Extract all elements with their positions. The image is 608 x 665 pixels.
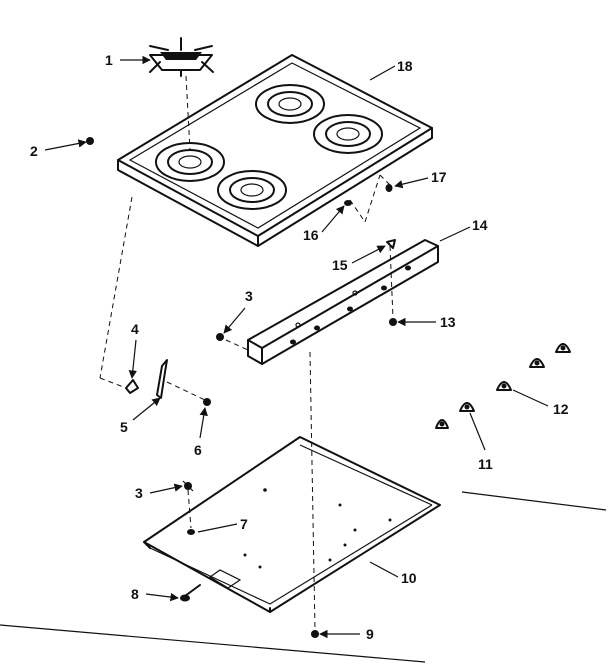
callout-18: 18: [397, 58, 413, 74]
burner-ring-front-right: [217, 170, 287, 210]
box-dots: [243, 488, 392, 569]
cooktop-part-18: [117, 54, 433, 247]
callout-8: 8: [131, 586, 139, 602]
clip-part-4: [125, 379, 139, 394]
screw-part-3-lower: [182, 480, 194, 492]
callout-3-upper: 3: [245, 288, 253, 304]
burner-head-part-1: [149, 37, 214, 77]
scan-artifact-lines: [0, 491, 607, 663]
hardware-parts: [86, 137, 397, 638]
panel-holes: [290, 265, 411, 345]
callout-16: 16: [303, 227, 319, 243]
callout-14: 14: [472, 217, 488, 233]
callout-12: 12: [553, 401, 569, 417]
screw-part-6: [203, 398, 211, 406]
knob-4: [529, 358, 545, 368]
knob-3: [496, 381, 512, 391]
rivet-part-7: [187, 529, 195, 535]
screw-part-3-upper: [216, 333, 224, 341]
knob-1: [435, 419, 449, 429]
control-knobs: [435, 343, 571, 429]
grommet-part-16: [344, 200, 352, 206]
callout-13: 13: [440, 314, 456, 330]
callout-2: 2: [30, 143, 38, 159]
callout-3-lower: 3: [135, 485, 143, 501]
screw-part-13: [389, 318, 397, 326]
callout-labels: 1 2 3 3 4 5 6 7 8 9 10 11 12 13 14 15 16…: [30, 52, 569, 642]
callout-17: 17: [431, 169, 447, 185]
callout-15: 15: [332, 257, 348, 273]
callout-11: 11: [478, 456, 493, 472]
callout-1: 1: [105, 52, 113, 68]
callout-5: 5: [120, 419, 128, 435]
grommet-part-17: [385, 184, 393, 192]
screw-part-9: [311, 630, 319, 638]
callout-10: 10: [401, 570, 417, 586]
manifold-panel-part-14: [247, 239, 439, 365]
burner-rings: [155, 84, 383, 210]
callout-6: 6: [194, 442, 202, 458]
assembly-dashed-lines: [99, 75, 394, 631]
burner-ring-rear-left: [255, 84, 325, 124]
bracket-part-5: [156, 359, 168, 399]
callout-7: 7: [240, 516, 248, 532]
leader-lines: [44, 55, 549, 639]
foot-part-8: [180, 594, 190, 602]
callout-4: 4: [131, 321, 139, 337]
knob-2: [459, 402, 475, 412]
knob-5: [555, 343, 571, 353]
clip-part-15: [386, 239, 396, 249]
burner-ring-rear-right: [313, 114, 383, 154]
screw-part-2: [86, 137, 94, 145]
callout-9: 9: [366, 626, 374, 642]
burner-box-part-10: [143, 436, 441, 613]
